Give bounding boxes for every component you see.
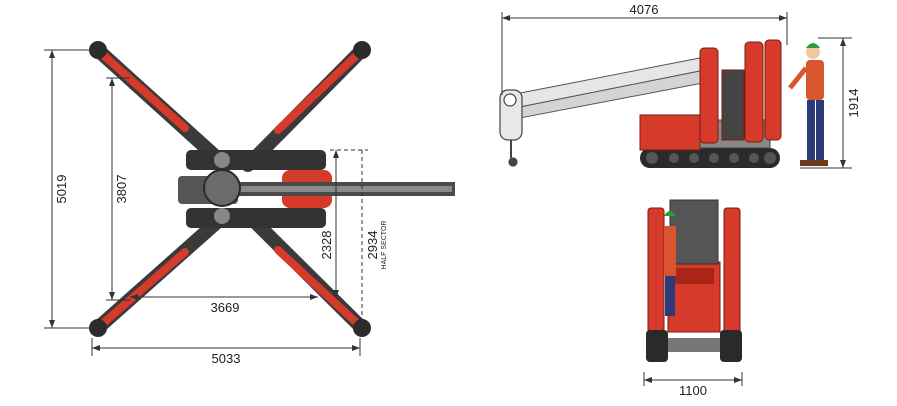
boom-side — [509, 57, 709, 119]
worker-figure — [788, 43, 828, 166]
slewing-ring — [203, 169, 241, 207]
boom-top — [225, 182, 455, 196]
half-sector-label: HALF SECTOR — [381, 221, 388, 270]
machine-body-side — [639, 114, 701, 151]
outrigger-legs — [93, 45, 367, 333]
front-view: 1100 — [643, 199, 743, 398]
top-dimension-lines — [44, 49, 368, 356]
dim-1914: 1914 — [846, 89, 861, 118]
side-dimension-lines — [501, 12, 852, 169]
tracks-side — [640, 148, 780, 168]
side-arrowheads — [502, 15, 846, 168]
side-view: 4076 1914 — [499, 2, 861, 169]
worker-figure-front — [664, 211, 676, 316]
dim-1100: 1100 — [679, 383, 707, 398]
top-arrowheads — [49, 50, 360, 351]
dim-4076: 4076 — [630, 2, 659, 17]
dim-3807: 3807 — [114, 175, 129, 204]
front-dimension-lines — [643, 372, 743, 386]
dim-5019: 5019 — [54, 175, 69, 204]
dim-2934: 2934 — [365, 231, 380, 260]
top-view: 5019 3807 3669 5033 2328 2934 HALF SECTO… — [44, 41, 455, 366]
dim-2328: 2328 — [319, 231, 334, 260]
dim-3669: 3669 — [211, 300, 240, 315]
front-arrowheads — [644, 377, 742, 383]
tracks-front — [646, 330, 742, 362]
folded-outriggers-side — [699, 39, 782, 144]
dim-5033: 5033 — [212, 351, 241, 366]
hook-block — [499, 89, 523, 167]
